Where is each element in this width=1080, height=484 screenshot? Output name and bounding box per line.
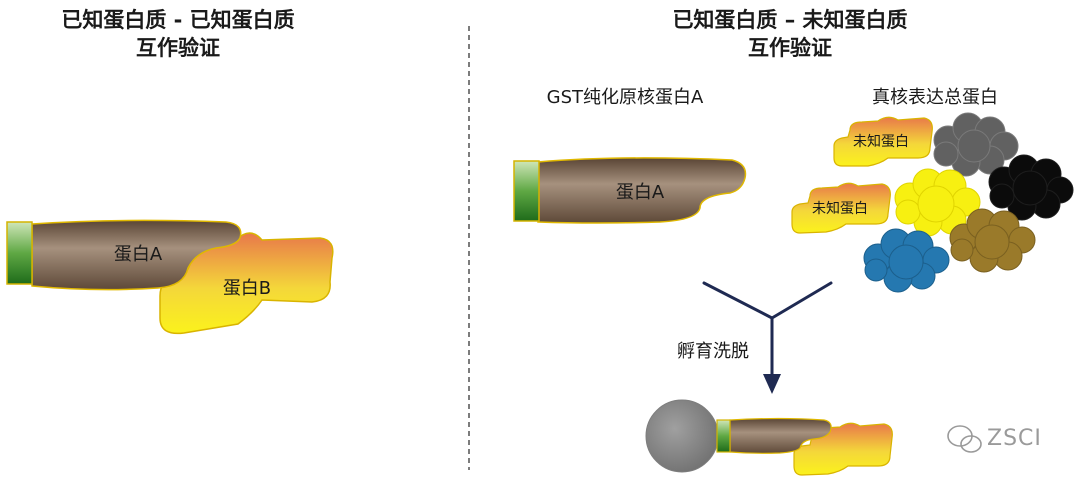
right-protein-a-shape [537,157,747,224]
right-title-line2: 互作验证 [748,36,832,60]
watermark-text: ZSCI [987,426,1042,451]
lysate-cloud-gray [933,112,1019,177]
merge-arrow-head [763,374,781,394]
lysate-cloud-olive [949,208,1036,273]
unknown-protein-2-label: 未知蛋白 [812,200,868,217]
affinity-bead [645,399,719,473]
incubate-elute-label: 孵育洗脱 [677,341,749,362]
right-title-line1: 已知蛋白质 – 未知蛋白质 [672,8,907,32]
result-gst-tag [716,419,731,453]
unknown-protein-2-shape [791,182,891,234]
right-protein-a-label: 蛋白A [616,182,665,203]
gst-purified-label: GST纯化原核蛋白A [547,87,704,108]
left-gst-tag [6,221,33,285]
left-protein-a-shape [31,219,242,291]
left-title-line1: 已知蛋白质 - 已知蛋白质 [61,8,294,32]
unknown-protein-1-label: 未知蛋白 [853,133,909,150]
lysate-cloud-yellow [894,168,981,237]
wechat-icon [947,425,982,453]
result-protein-a-shape [729,417,832,454]
lysate-cloud-black [988,154,1074,221]
unknown-protein-1-shape [833,116,933,167]
left-protein-a-label: 蛋白A [114,244,163,265]
lysate-cloud-blue [863,228,950,293]
right-gst-tag [513,160,540,222]
left-protein-b-label: 蛋白B [223,278,271,299]
left-title-line2: 互作验证 [136,36,220,60]
eukaryotic-lysate-label: 真核表达总蛋白 [872,87,998,108]
merge-arrow [702,281,833,384]
